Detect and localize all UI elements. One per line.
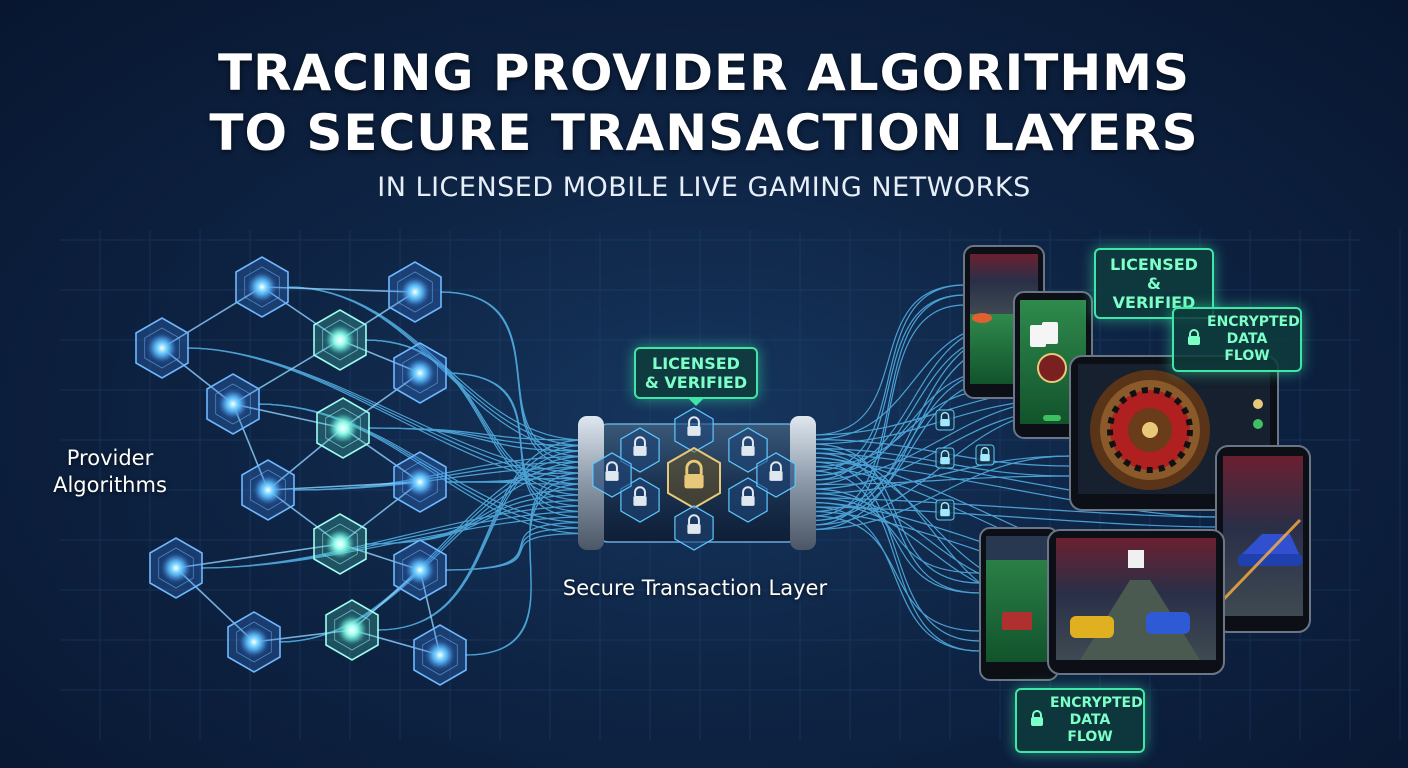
- race-car-icon: [972, 313, 992, 323]
- lock-icon: [741, 486, 755, 506]
- badge-text: ENCRYPTED DATA FLOW: [1050, 695, 1143, 745]
- hexagon-node-icon: [235, 256, 289, 318]
- hexagon-node-icon: [227, 611, 281, 673]
- hexagon-node-icon: [393, 342, 447, 404]
- hexagon-node-icon: [413, 624, 467, 686]
- title-line-1: TRACING PROVIDER ALGORITHMS: [218, 44, 1190, 102]
- encrypted-data-flow-badge-bottom: ENCRYPTED DATA FLOW: [1015, 688, 1145, 753]
- lock-icon: [940, 449, 950, 465]
- device-phone-blackjack: [979, 527, 1059, 681]
- data-flow-lines: [186, 284, 1217, 656]
- lock-icon: [633, 436, 647, 456]
- title-line-2: TO SECURE TRANSACTION LAYERS: [209, 104, 1199, 162]
- lock-icon: [940, 411, 950, 427]
- lock-icon: [980, 446, 990, 462]
- hexagon-node-icon: [393, 539, 447, 601]
- subtitle: IN LICENSED MOBILE LIVE GAMING NETWORKS: [377, 172, 1031, 203]
- device-phone-racing-right: [1215, 445, 1311, 633]
- roulette-wheel-icon: [1090, 370, 1210, 490]
- hexagon-node-icon: [316, 397, 370, 459]
- lock-icon: [741, 436, 755, 456]
- hexagon-node-icon: [313, 309, 367, 371]
- badge-text: LICENSED & VERIFIED: [1110, 255, 1198, 312]
- hexagon-node-icon: [206, 373, 260, 435]
- lock-icon: [769, 461, 783, 481]
- hexagon-node-icon: [149, 537, 203, 599]
- badge-text: ENCRYPTED DATA FLOW: [1207, 314, 1300, 364]
- lock-icon: [1187, 329, 1201, 350]
- floating-lock-icons: [935, 409, 995, 521]
- badge-text: LICENSED & VERIFIED: [644, 354, 748, 392]
- lock-icon: [940, 501, 950, 517]
- lock-icon: [684, 459, 704, 489]
- race-car-icon: [1070, 616, 1114, 638]
- licensed-verified-badge-center: LICENSED & VERIFIED: [634, 347, 758, 406]
- secure-transaction-cylinder: [578, 407, 816, 551]
- hexagon-node-icon: [388, 261, 442, 323]
- lock-icon: [633, 486, 647, 506]
- provider-algorithms-label: Provider Algorithms: [53, 446, 167, 497]
- node-network-edges: [161, 286, 441, 656]
- hexagon-node-icon: [241, 459, 295, 521]
- lock-icon: [1030, 710, 1044, 731]
- device-tablet-racing: [1047, 529, 1225, 675]
- provider-algorithm-nodes: [135, 256, 467, 686]
- device-tablet-roulette: [1069, 355, 1279, 511]
- hexagon-node-icon: [135, 317, 189, 379]
- hexagon-node-icon: [313, 513, 367, 575]
- lock-icon: [605, 461, 619, 481]
- lock-icon: [687, 416, 701, 436]
- secure-transaction-layer-label: Secure Transaction Layer: [562, 576, 828, 600]
- lock-icon: [687, 514, 701, 534]
- encrypted-data-flow-badge-top-right: ENCRYPTED DATA FLOW: [1172, 307, 1302, 372]
- hexagon-node-icon: [393, 451, 447, 513]
- hexagon-node-icon: [325, 599, 379, 661]
